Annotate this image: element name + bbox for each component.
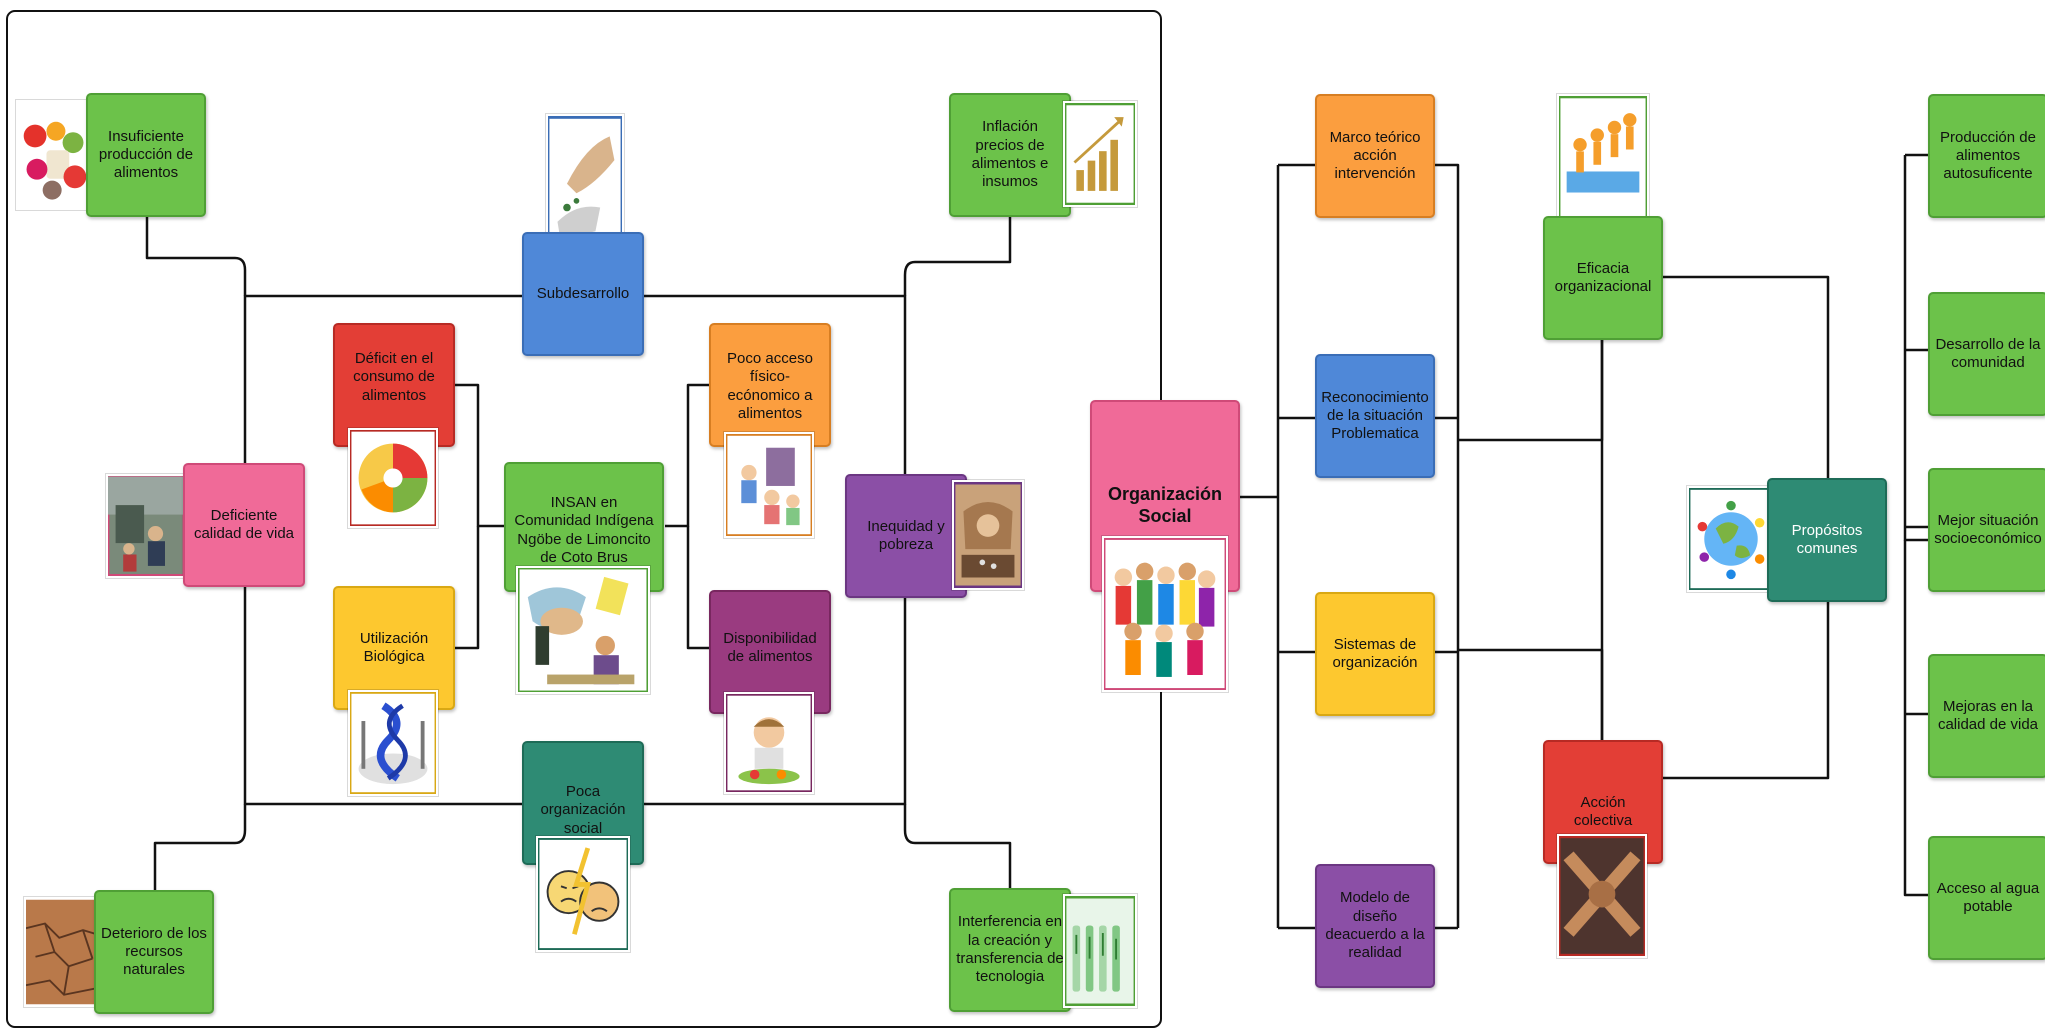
deficiente-calidad-node[interactable]: Deficiente calidad de vida: [183, 463, 305, 587]
food-wheel-image: [348, 428, 438, 528]
food-security-cartoon-image: [516, 566, 650, 694]
inflacion-precios-node[interactable]: Inflación precios de alimentos e insumos: [949, 93, 1071, 217]
marco-teorico-node[interactable]: Marco teórico acción intervención: [1315, 94, 1435, 218]
poco-acceso-node[interactable]: Poco acceso físico-ecónomico a alimentos: [709, 323, 831, 447]
child-eating-image: [724, 692, 814, 794]
community-photo-image: [106, 474, 186, 578]
interferencia-tecnologia-node[interactable]: Interferencia en la creación y transfere…: [949, 888, 1071, 1012]
mejor-situacion-node[interactable]: Mejor situación socioeconómico: [1928, 468, 2045, 592]
deficit-consumo-node[interactable]: Déficit en el consumo de alimentos: [333, 323, 455, 447]
acceso-agua-node[interactable]: Acceso al agua potable: [1928, 836, 2045, 960]
people-store-image: [724, 432, 814, 538]
insuficiente-produccion-node[interactable]: Insuficiente producción de alimentos: [86, 93, 206, 217]
modelo-diseno-node[interactable]: Modelo de diseño deacuerdo a la realidad: [1315, 864, 1435, 988]
teamwork-puzzle-image: [1557, 94, 1649, 226]
utilizacion-biologica-node[interactable]: Utilización Biológica: [333, 586, 455, 710]
poverty-image: [952, 480, 1024, 590]
mejoras-calidad-node[interactable]: Mejoras en la calidad de vida: [1928, 654, 2045, 778]
joined-hands-image: [1557, 834, 1647, 958]
globe-people-image: [1687, 486, 1775, 592]
reconocimiento-situacion-node[interactable]: Reconocimiento de la situación Problemat…: [1315, 354, 1435, 478]
desarrollo-comunidad-node[interactable]: Desarrollo de la comunidad: [1928, 292, 2045, 416]
conflict-faces-image: [536, 836, 630, 952]
fruits-vegetables-image: [16, 100, 94, 210]
inequidad-pobreza-node[interactable]: Inequidad y pobreza: [845, 474, 967, 598]
eficacia-organizacional-node[interactable]: Eficacia organizacional: [1543, 216, 1663, 340]
sistemas-organizacion-node[interactable]: Sistemas de organización: [1315, 592, 1435, 716]
hands-image: [546, 114, 624, 246]
cracked-earth-image: [24, 897, 104, 1007]
deterioro-recursos-node[interactable]: Deterioro de los recursos naturales: [94, 890, 214, 1014]
crowd-cartoon-image: [1102, 536, 1228, 692]
growth-chart-image: [1063, 101, 1137, 207]
propositos-comunes-node[interactable]: Propósitos comunes: [1767, 478, 1887, 602]
dna-plate-image: [348, 690, 438, 796]
test-tubes-image: [1063, 894, 1137, 1008]
produccion-alimentos-node[interactable]: Producción de alimentos autosuficente: [1928, 94, 2045, 218]
subdesarrollo-node[interactable]: Subdesarrollo: [522, 232, 644, 356]
